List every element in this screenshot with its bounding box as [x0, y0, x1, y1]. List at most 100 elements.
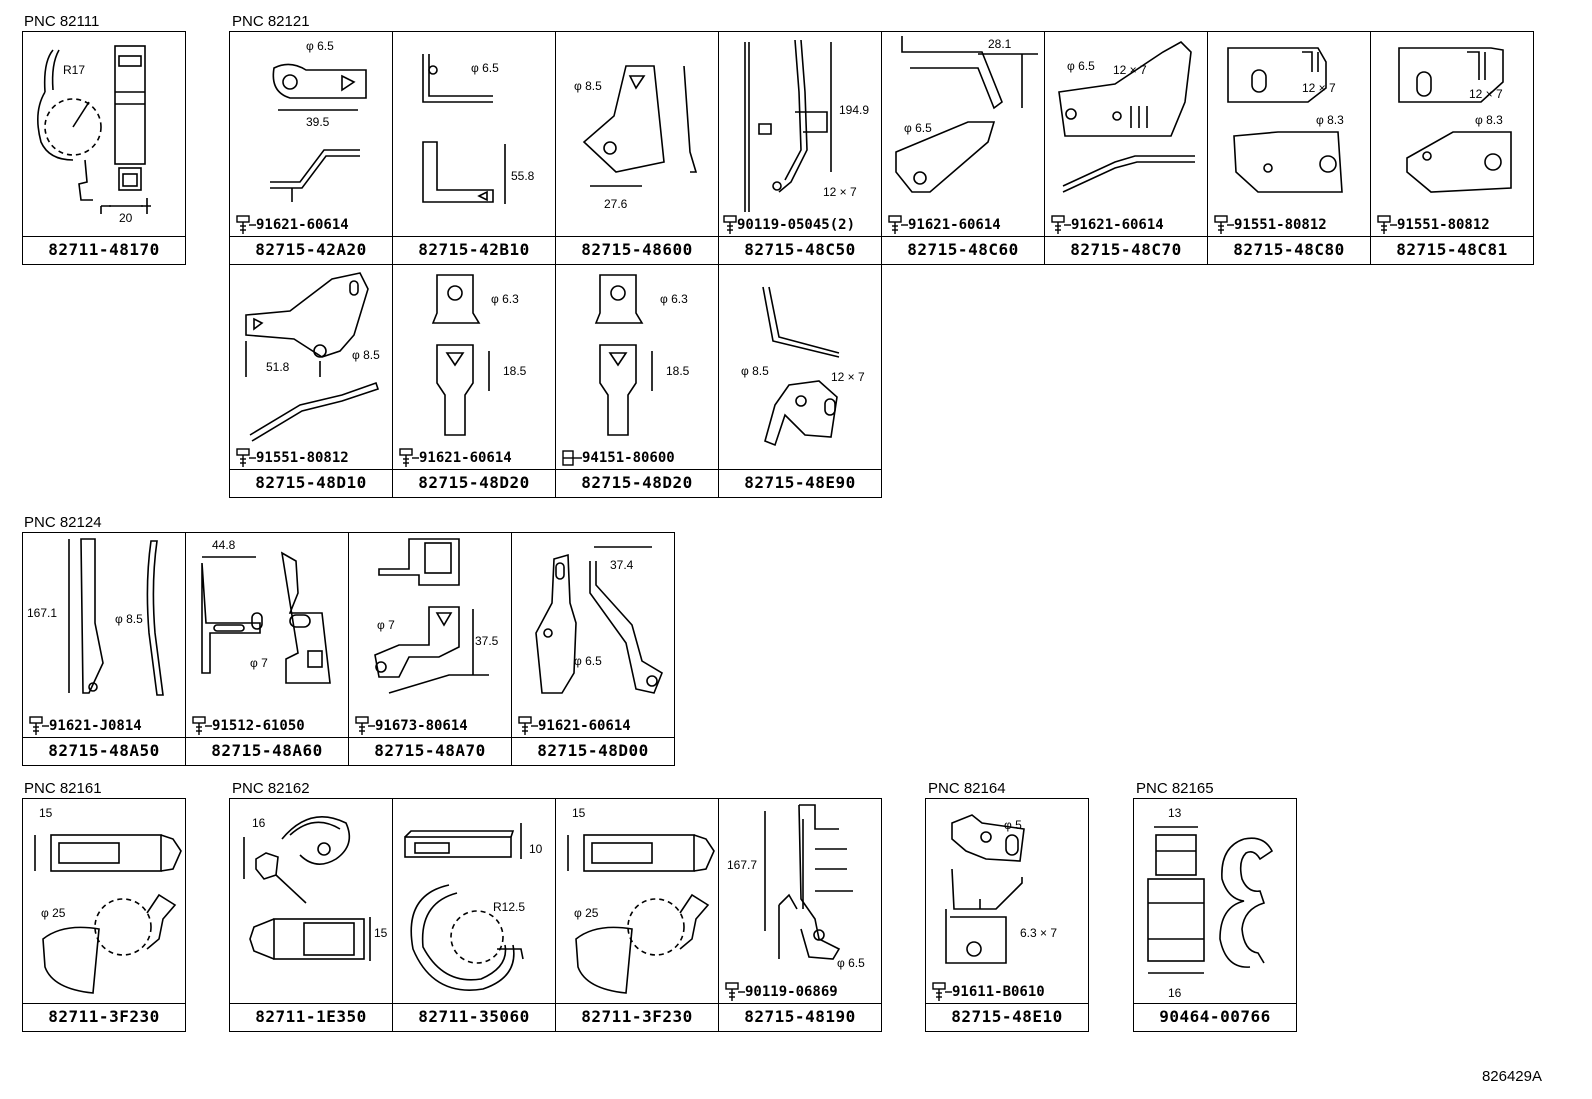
bolt-icon: [29, 716, 49, 735]
dim-label: 12 × 7: [1113, 63, 1147, 77]
dim-label: 44.8: [212, 538, 236, 552]
part-number: 82715-48C80: [1208, 236, 1370, 264]
part-number: 82715-48C81: [1371, 236, 1533, 264]
dim-label: 12 × 7: [1469, 87, 1503, 101]
bolt-icon: [399, 448, 419, 467]
bracket-drawing: [68, 538, 164, 696]
bolt-callout: 91621-60614: [1049, 215, 1164, 235]
dim-label: φ 8.3: [1316, 113, 1344, 127]
part-number: 82711-35060: [393, 1003, 555, 1031]
bolt-part-number: 91621-60614: [419, 450, 512, 466]
dim-label: φ 6.5: [837, 956, 865, 970]
bolt-icon: [725, 982, 745, 1001]
part-cell-82715-48D00[interactable]: 37.4 φ 6.5 91621-60614 82715-48D00: [511, 532, 675, 766]
part-number: 82711-1E350: [230, 1003, 392, 1031]
bolt-icon: [1377, 215, 1397, 234]
part-cell-82715-48D20[interactable]: φ 6.3 18.5 91621-60614 82715-48D20: [392, 264, 556, 498]
bolt-part-number: 90119-06869: [745, 984, 838, 1000]
bolt-part-number: 91621-60614: [908, 217, 1001, 233]
bolt-callout: 91551-80812: [1375, 215, 1490, 235]
part-number: 82715-48190: [719, 1003, 881, 1031]
dim-label: φ 7: [377, 618, 395, 632]
bolt-icon: [355, 716, 375, 735]
part-cell-82715-48D20-b[interactable]: φ 6.3 18.5 94151-80600 82715-48D20: [555, 264, 719, 498]
dim-label: φ 6.5: [904, 121, 932, 135]
clamp-drawing: [404, 823, 524, 991]
part-cell-82715-48C81[interactable]: 12 × 7 φ 8.3 91551-80812 82715-48C81: [1370, 31, 1534, 265]
dim-label: 37.4: [610, 558, 634, 572]
bolt-icon: [1051, 215, 1071, 234]
part-cell-82715-48A60[interactable]: 44.8 φ 7 91512-61050 82715-48A60: [185, 532, 349, 766]
dim-label: 194.9: [839, 103, 870, 117]
part-cell-82715-48C70[interactable]: φ 6.5 12 × 7 91621-60614 82715-48C70: [1044, 31, 1208, 265]
bracket-drawing: [895, 36, 1038, 193]
bolt-callout: 91673-80614: [353, 716, 468, 736]
part-number: 90464-00766: [1134, 1003, 1296, 1031]
dim-label: 37.5: [475, 634, 499, 648]
bolt-callout: 91551-80812: [1212, 215, 1327, 235]
bolt-icon: [518, 716, 538, 735]
pnc-label-82111: PNC 82111: [24, 13, 100, 30]
dim-label: 167.1: [27, 606, 58, 620]
clamp-drawing: [243, 815, 371, 961]
dim-label: φ 25: [41, 906, 66, 920]
part-cell-82715-48600[interactable]: φ 8.5 27.6 82715-48600: [555, 31, 719, 265]
dim-label: φ 6.3: [660, 292, 688, 306]
bracket-drawing: [744, 39, 832, 212]
dim-label: φ 8.5: [352, 348, 380, 362]
part-cell-82711-35060[interactable]: 10 R12.5 82711-35060: [392, 798, 556, 1032]
part-cell-90464-00766[interactable]: 13 16 90464-00766: [1133, 798, 1297, 1032]
bracket-drawing: [245, 272, 380, 442]
part-cell-82715-48D10[interactable]: φ 8.5 51.8 91551-80812 82715-48D10: [229, 264, 393, 498]
part-cell-82715-48C50[interactable]: 194.9 12 × 7 90119-05045(2) 82715-48C50: [718, 31, 882, 265]
dim-label: φ 8.3: [1475, 113, 1503, 127]
part-cell-82711-3F230-82161[interactable]: 15 φ 25 82711-3F230: [22, 798, 186, 1032]
part-cell-82715-48E10[interactable]: φ 5 6.3 × 7 91611-B0610 82715-48E10: [925, 798, 1089, 1032]
bolt-part-number: 91621-60614: [256, 217, 349, 233]
dim-label: 12 × 7: [1302, 81, 1336, 95]
dim-label: φ 6.5: [574, 654, 602, 668]
dim-label: 55.8: [511, 169, 535, 183]
bolt-part-number: 94151-80600: [582, 450, 675, 466]
part-cell-82715-48E90[interactable]: φ 8.5 12 × 7 82715-48E90: [718, 264, 882, 498]
bolt-callout: 91621-60614: [397, 448, 512, 468]
part-cell-82715-48190[interactable]: 167.7 φ 6.5 90119-06869 82715-48190: [718, 798, 882, 1032]
part-cell-82711-48170[interactable]: R17 20 82711-48170: [22, 31, 186, 265]
part-cell-82715-42B10[interactable]: φ 6.5 55.8 82715-42B10: [392, 31, 556, 265]
bolt-icon: [888, 215, 908, 234]
bracket-drawing: [945, 814, 1025, 964]
bracket-drawing: [762, 286, 840, 447]
dim-label: 6.3 × 7: [1020, 926, 1058, 940]
dim-label: 16: [1168, 986, 1182, 1000]
bolt-icon: [192, 716, 212, 735]
bolt-icon: [723, 215, 737, 234]
part-cell-82715-48C60[interactable]: 28.1 φ 6.5 91621-60614 82715-48C60: [881, 31, 1045, 265]
part-cell-82711-1E350[interactable]: 16 15 82711-1E350: [229, 798, 393, 1032]
part-number: 82715-48D20: [393, 469, 555, 497]
part-number: 82715-48C50: [719, 236, 881, 264]
dim-label: 27.6: [604, 197, 628, 211]
dim-label: φ 6.5: [1067, 59, 1095, 73]
part-number: 82715-48A60: [186, 737, 348, 765]
part-cell-82715-48A50[interactable]: 167.1 φ 8.5 91621-J0814 82715-48A50: [22, 532, 186, 766]
dim-label: 15: [374, 926, 388, 940]
bolt-part-number: 91551-80812: [256, 450, 349, 466]
part-cell-82715-48C80[interactable]: 12 × 7 φ 8.3 91551-80812 82715-48C80: [1207, 31, 1371, 265]
bolt-part-number: 91512-61050: [212, 718, 305, 734]
bolt-part-number: 91621-J0814: [49, 718, 142, 734]
part-cell-82715-42A20[interactable]: φ 6.5 39.5 91621-60614 82715-42A20: [229, 31, 393, 265]
nut-icon: [562, 450, 582, 466]
bracket-drawing: [201, 551, 331, 684]
part-number: 82711-3F230: [556, 1003, 718, 1031]
illustration-reference-code: 826429A: [1481, 1068, 1542, 1085]
bolt-callout: 91621-60614: [234, 215, 349, 235]
dim-label: 12 × 7: [831, 370, 865, 384]
dim-label: φ 6.3: [491, 292, 519, 306]
bolt-part-number: 91673-80614: [375, 718, 468, 734]
bolt-part-number: 91621-60614: [1071, 217, 1164, 233]
part-cell-82711-3F230-82162[interactable]: 15 φ 25 82711-3F230: [555, 798, 719, 1032]
dim-label: φ 8.5: [574, 79, 602, 93]
part-cell-82715-48A70[interactable]: φ 7 37.5 91673-80614 82715-48A70: [348, 532, 512, 766]
dim-label: 15: [39, 806, 53, 820]
